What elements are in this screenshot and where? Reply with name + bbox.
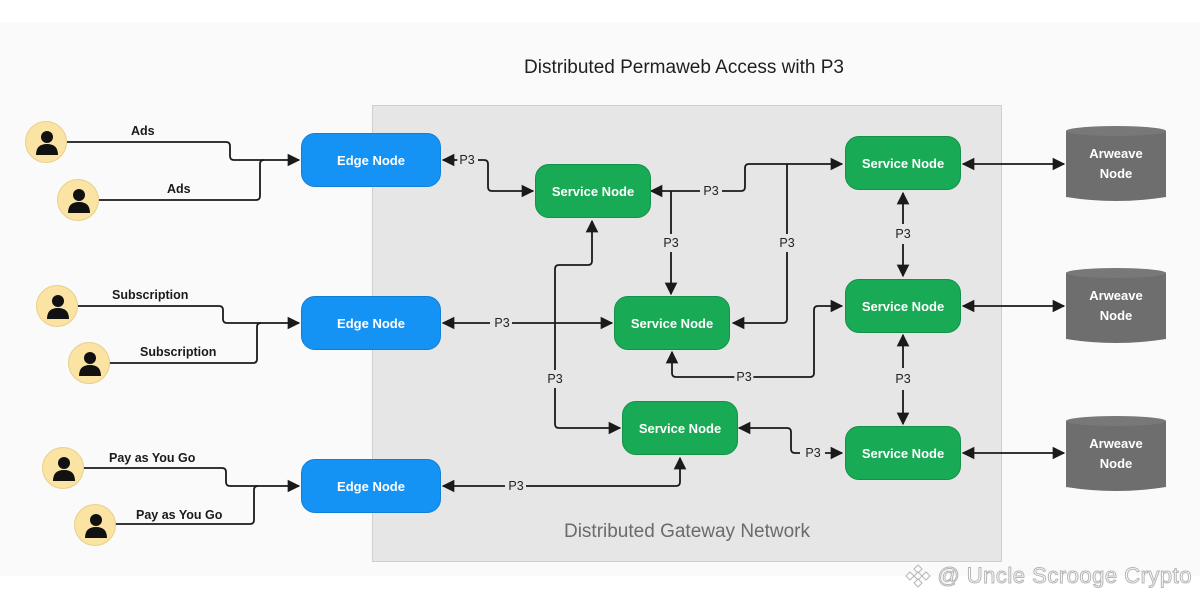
connector-user4-edge2: [109, 322, 262, 364]
database-cylinder-icon: [1066, 268, 1166, 343]
user-icon: [47, 295, 69, 319]
p3-label: P3: [893, 372, 913, 386]
connector-service3-service1: [554, 219, 599, 370]
p3-label: P3: [734, 370, 754, 384]
connector-user1-edge1: [67, 141, 301, 167]
user-icon: [85, 514, 107, 538]
service-node[interactable]: Service Node: [845, 279, 961, 333]
p3-label: P3: [457, 153, 477, 167]
service-node[interactable]: Service Node: [845, 426, 961, 480]
p3-label: P3: [893, 227, 913, 241]
p3-label: P3: [777, 236, 797, 250]
gateway-network-label: Distributed Gateway Network: [563, 521, 811, 542]
p3-label: P3: [492, 316, 512, 330]
p3-label: P3: [506, 479, 526, 493]
payment-flow-label: Pay as You Go: [136, 508, 223, 522]
user-avatar[interactable]: [36, 285, 78, 327]
service-node[interactable]: Service Node: [535, 164, 651, 218]
user-icon: [36, 131, 58, 155]
database-cylinder-icon: [1066, 416, 1166, 491]
user-icon: [79, 352, 101, 376]
p3-label: P3: [545, 372, 565, 386]
watermark-text: @ Uncle Scrooge Crypto: [937, 563, 1192, 589]
edge-node[interactable]: Edge Node: [301, 133, 441, 187]
database-cylinder-icon: [1066, 126, 1166, 201]
connector-service5-service2: [665, 350, 735, 378]
connector-user6-edge3: [115, 485, 259, 525]
user-avatar[interactable]: [68, 342, 110, 384]
user-avatar[interactable]: [57, 179, 99, 221]
p3-label: P3: [701, 184, 721, 198]
connector-service1-service3: [554, 388, 622, 435]
payment-flow-label: Pay as You Go: [109, 451, 196, 465]
p3-label: P3: [661, 236, 681, 250]
connector-user5-edge3: [83, 467, 301, 493]
user-avatar[interactable]: [25, 121, 67, 163]
binance-diamond-icon: [905, 564, 932, 588]
user-icon: [53, 457, 75, 481]
edge-node[interactable]: Edge Node: [301, 459, 441, 513]
service-node[interactable]: Service Node: [614, 296, 730, 350]
connector-user2-edge1: [99, 159, 265, 201]
diagram-title: Distributed Permaweb Access with P3: [524, 57, 844, 78]
connector-user3-edge2: [78, 305, 301, 330]
connector-service3-service6: [737, 421, 800, 454]
edge-node[interactable]: Edge Node: [301, 296, 441, 350]
p3-label: P3: [803, 446, 823, 460]
user-avatar[interactable]: [42, 447, 84, 489]
service-node[interactable]: Service Node: [845, 136, 961, 190]
service-node[interactable]: Service Node: [622, 401, 738, 455]
watermark: @ Uncle Scrooge Crypto: [905, 563, 1192, 589]
user-avatar[interactable]: [74, 504, 116, 546]
payment-flow-label: Subscription: [140, 345, 217, 359]
user-icon: [68, 189, 90, 213]
payment-flow-label: Ads: [131, 124, 155, 138]
payment-flow-label: Ads: [167, 182, 191, 196]
connector-service4-service2: [733, 164, 788, 323]
payment-flow-label: Subscription: [112, 288, 189, 302]
